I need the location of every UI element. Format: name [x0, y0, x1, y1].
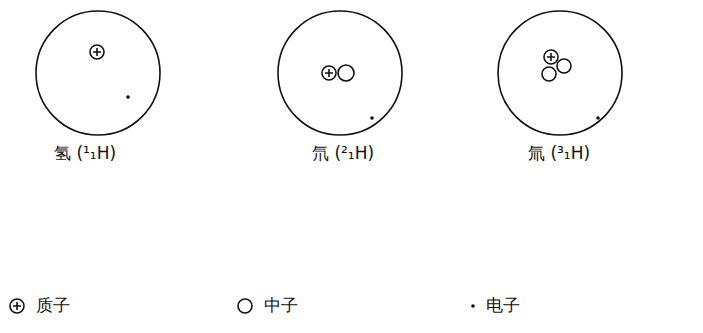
proton-plus [93, 48, 101, 56]
legend-label: 中子 [264, 295, 298, 315]
neutron [542, 67, 556, 81]
proton-symbol [10, 299, 24, 313]
atom-outline [276, 9, 406, 139]
isotope-label: 氢 (¹₁H) [54, 143, 116, 163]
proton [90, 45, 104, 59]
atom-circle: 氘 (²₁H) [276, 9, 402, 165]
proton-plus [325, 69, 333, 77]
electron [370, 116, 374, 120]
atom-outline [496, 9, 626, 139]
atom-outline [34, 9, 164, 139]
proton-plus [547, 53, 555, 61]
isotope-label: 氚 (³₁H) [528, 143, 590, 163]
electron [596, 116, 600, 120]
proton [322, 66, 336, 80]
electron-symbol [471, 304, 475, 308]
legend-label: 电子 [486, 295, 520, 315]
atom-circle: 氚 (³₁H) [496, 9, 622, 165]
atom-circle: 氢 (¹₁H) [34, 9, 160, 165]
neutron [557, 59, 571, 73]
neutron-symbol [238, 299, 252, 313]
neutron [338, 65, 354, 81]
proton-plus [13, 302, 21, 310]
proton [544, 50, 558, 64]
isotope-label: 氘 (²₁H) [312, 143, 374, 163]
legend-label: 质子 [36, 295, 70, 315]
electron [126, 95, 130, 99]
